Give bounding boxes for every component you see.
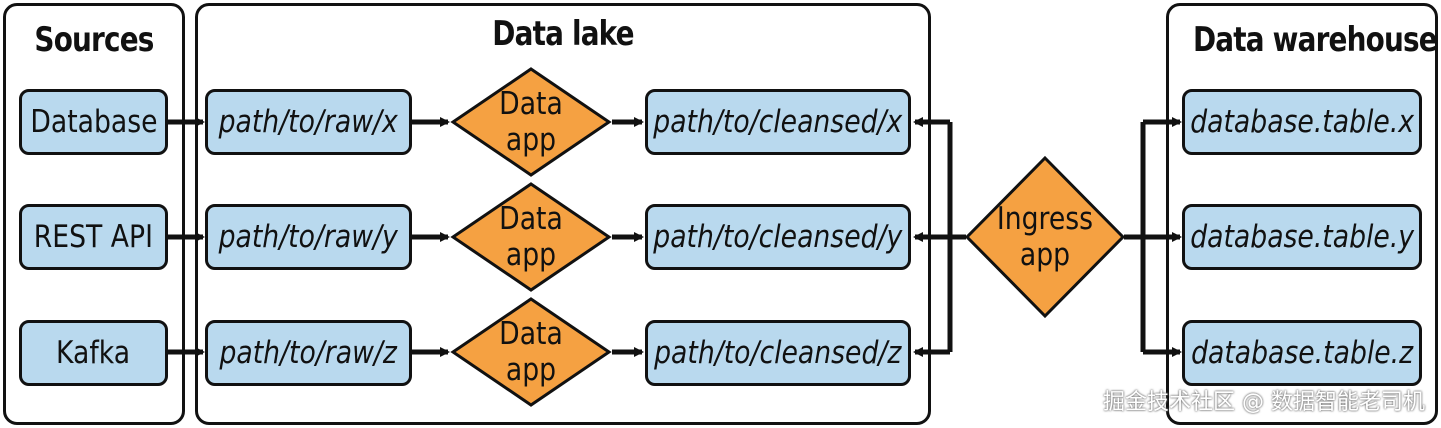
raw-node-x: path/to/raw/x: [205, 89, 412, 155]
raw-node-z: path/to/raw/z: [205, 320, 412, 386]
data-app-diamond-x: Data app: [450, 66, 612, 178]
warehouse-title: Data warehouse: [1192, 20, 1438, 60]
source-node-database: Database: [19, 89, 168, 155]
source-node-rest-api: REST API: [19, 204, 168, 270]
data-app-diamond-z: Data app: [450, 296, 612, 408]
table-node-y: database.table.y: [1182, 204, 1422, 270]
source-node-kafka: Kafka: [19, 320, 168, 386]
cleansed-node-y: path/to/cleansed/y: [645, 204, 911, 270]
table-node-x: database.table.x: [1182, 89, 1422, 155]
watermark-text: 掘金技术社区 @ 数据智能老司机: [1103, 390, 1425, 415]
ingress-app-diamond: Ingress app: [964, 155, 1126, 319]
data-lake-title: Data lake: [492, 14, 634, 54]
cleansed-node-z: path/to/cleansed/z: [645, 320, 911, 386]
cleansed-node-x: path/to/cleansed/x: [645, 89, 911, 155]
table-node-z: database.table.z: [1182, 320, 1422, 386]
data-app-diamond-y: Data app: [450, 181, 612, 293]
raw-node-y: path/to/raw/y: [205, 204, 412, 270]
sources-title: Sources: [34, 20, 154, 60]
